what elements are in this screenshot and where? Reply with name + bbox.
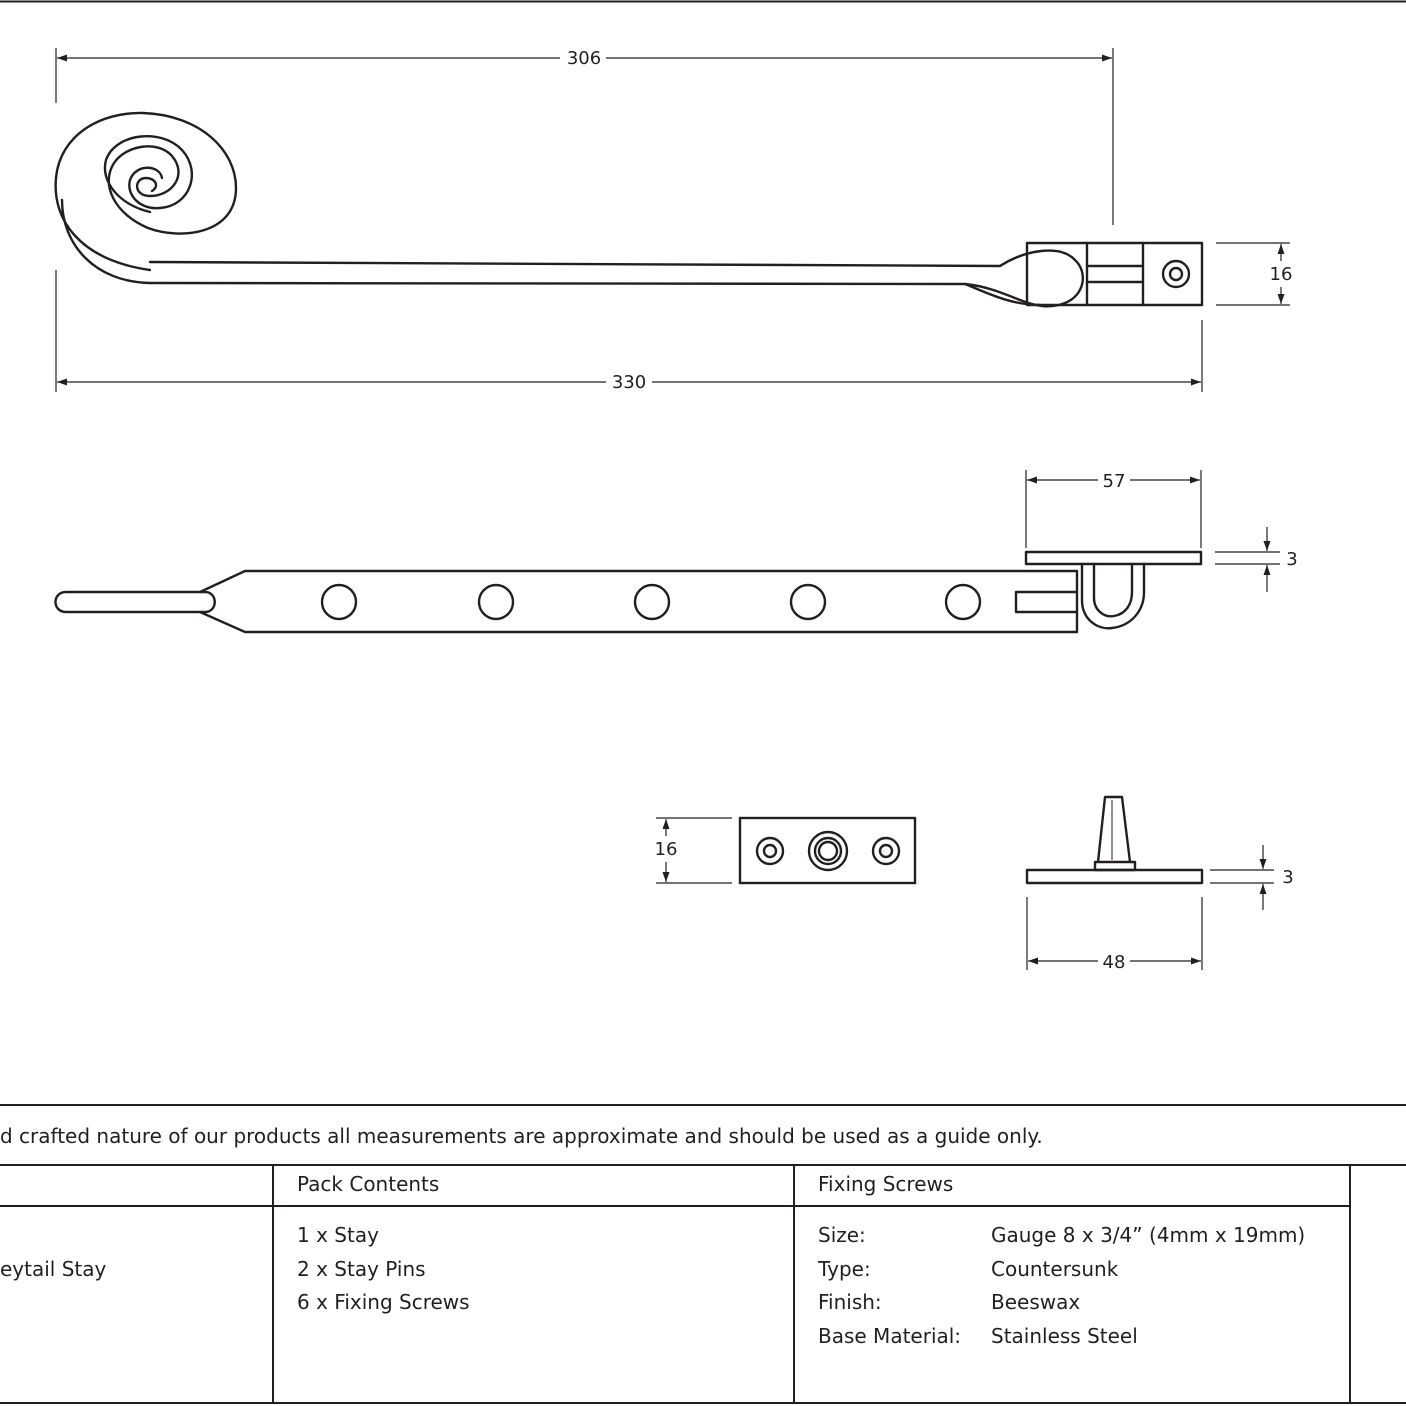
screw-type-value: Countersunk: [991, 1257, 1119, 1281]
pack-item-3: 6 x Fixing Screws: [297, 1290, 470, 1314]
stay-hole-5: [944, 583, 982, 621]
dim-16-top: [1216, 242, 1290, 306]
pin-plate-pin-mid: [813, 836, 843, 866]
dim-57-label: 57: [1103, 471, 1126, 492]
stay-hole-2: [477, 583, 515, 621]
pin-plate-pin-inner: [817, 840, 839, 862]
dim-306-label: 306: [567, 48, 601, 69]
dim-57: [1025, 470, 1202, 548]
stay-hole-4: [789, 583, 827, 621]
dim-48: [1026, 897, 1203, 970]
dim-48-label: 48: [1103, 952, 1126, 973]
dim-306: [55, 48, 1114, 225]
stay-arm-outline: [148, 260, 1042, 307]
screw-finish-value: Beeswax: [991, 1290, 1081, 1314]
dim-330: [55, 270, 1203, 392]
fixing-screws-header: Fixing Screws: [818, 1172, 954, 1196]
screw-material-value: Stainless Steel: [991, 1324, 1138, 1348]
stay-hole-3: [633, 583, 671, 621]
side-base-plate: [1024, 550, 1203, 566]
dim-16-pin-label: 16: [655, 839, 678, 860]
dim-3-side-label: 3: [1286, 549, 1297, 570]
pin-tapered-post: [1096, 795, 1132, 863]
screw-type-label: Type:: [818, 1257, 871, 1281]
screw-size-label: Size:: [818, 1223, 866, 1247]
dim-3-side: [1215, 527, 1280, 592]
dim-3-pin: [1210, 845, 1274, 910]
product-name: eytail Stay: [0, 1257, 107, 1281]
pin-plate-screw-left-inner: [762, 843, 778, 859]
dim-16-pin: [656, 817, 732, 884]
stay-side-handle: [54, 590, 216, 614]
screw-size-value: Gauge 8 x 3/4” (4mm x 19mm): [991, 1223, 1306, 1247]
stay-end-knuckle: [963, 249, 1085, 308]
pin-plate-pin-outer: [807, 830, 849, 872]
stay-side-view: [54, 550, 1203, 634]
pin-collar: [1093, 860, 1137, 872]
pin-plate-side-view: [1025, 795, 1204, 885]
side-bracket-hook: [1080, 562, 1146, 630]
dim-16-top-label: 16: [1270, 264, 1293, 285]
pin-plate-side-base: [1025, 868, 1204, 885]
pack-item-1: 1 x Stay: [297, 1223, 379, 1247]
pack-item-2: 2 x Stay Pins: [297, 1257, 426, 1281]
pin-plate-top-view: [738, 816, 917, 885]
stay-side-body: [198, 569, 1079, 634]
side-bracket-tab: [1014, 590, 1079, 614]
pin-plate-screw-left-outer: [755, 836, 785, 866]
stay-top-view: [54, 111, 1204, 308]
dim-3-pin-label: 3: [1282, 867, 1293, 888]
pack-contents-header: Pack Contents: [297, 1172, 440, 1196]
stay-hole-1: [320, 583, 358, 621]
bracket-screw-hole-inner: [1168, 266, 1184, 282]
pin-plate-outline: [738, 816, 917, 885]
screw-material-label: Base Material:: [818, 1324, 962, 1348]
bracket-screw-hole-outer: [1161, 259, 1191, 289]
monkey-tail-spiral: [54, 111, 238, 272]
screw-finish-label: Finish:: [818, 1290, 882, 1314]
info-table-lines: [0, 1104, 1406, 1404]
pin-plate-screw-right-inner: [878, 843, 894, 859]
stay-end-bracket: [1025, 241, 1204, 307]
monkey-tail-spiral-inner: [60, 135, 193, 285]
measurement-disclaimer: d crafted nature of our products all mea…: [0, 1124, 1043, 1148]
dim-330-label: 330: [612, 372, 646, 393]
pin-plate-screw-right-outer: [871, 836, 901, 866]
